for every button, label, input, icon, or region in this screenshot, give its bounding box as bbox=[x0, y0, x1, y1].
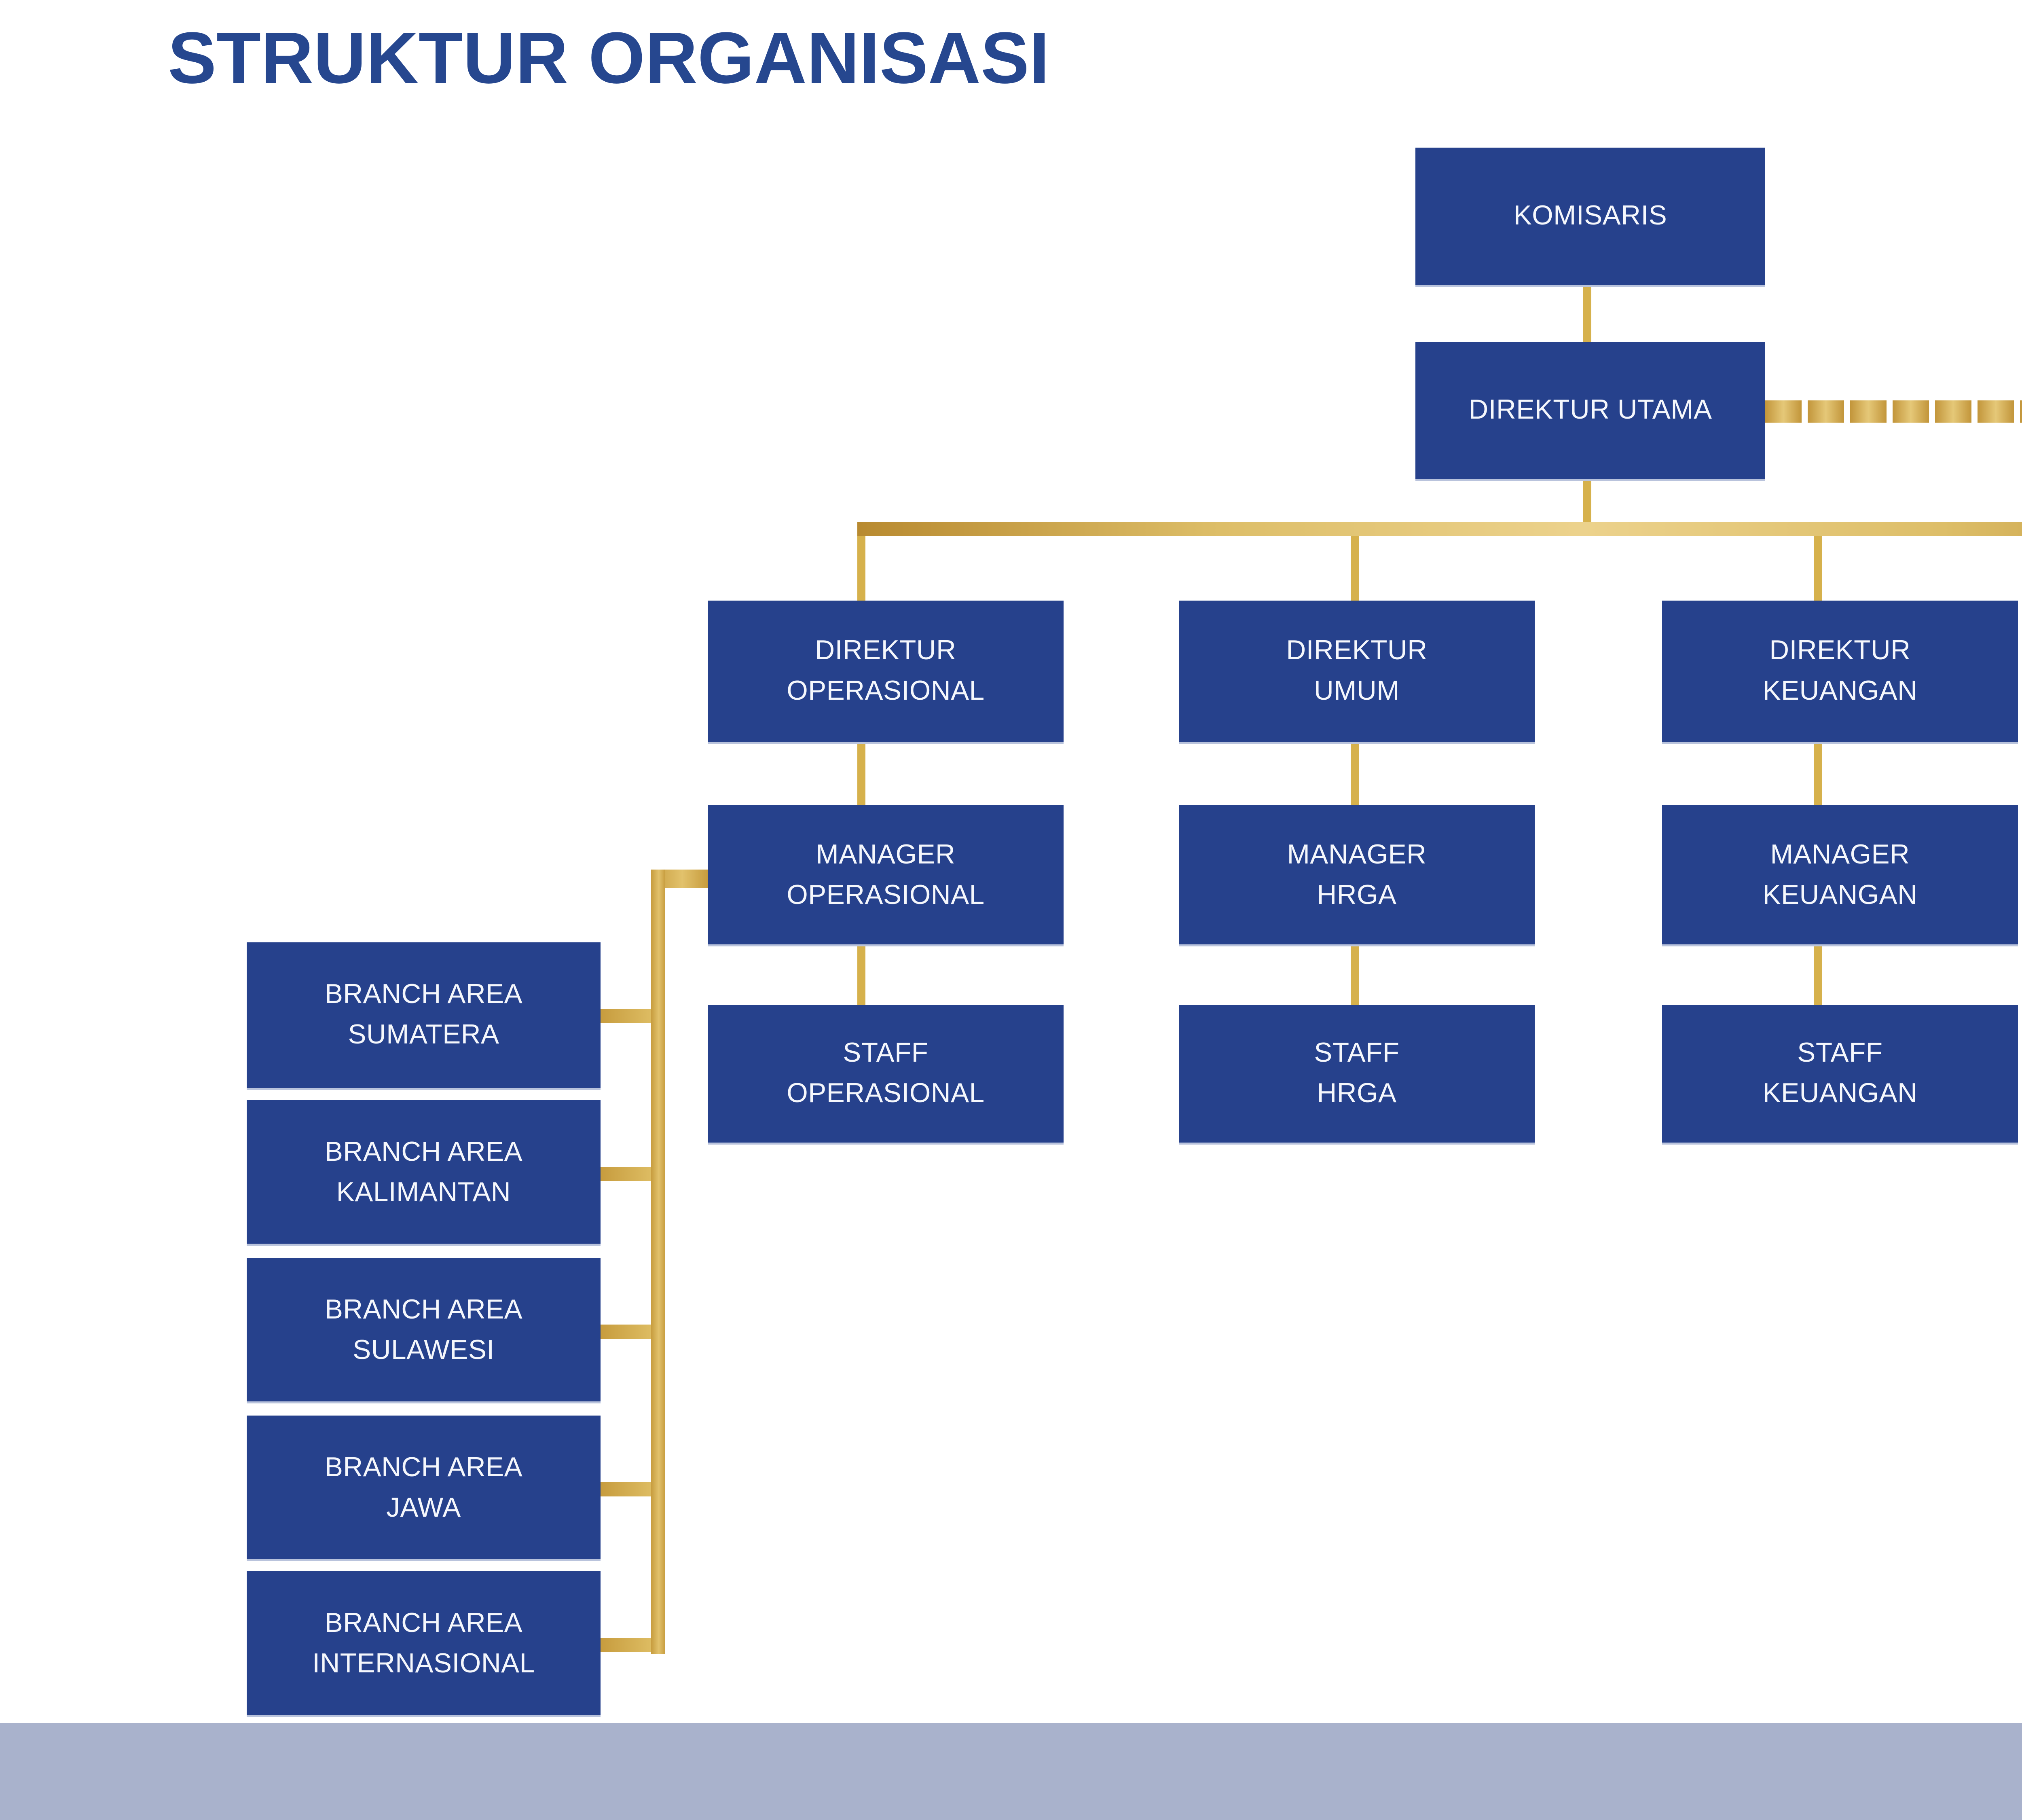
branch-stub-sumatera bbox=[601, 1009, 651, 1023]
page-title: STRUKTUR ORGANISASI bbox=[168, 16, 1050, 99]
connector-direktur-bar bbox=[1583, 481, 1591, 522]
connector-drop-umum bbox=[1351, 536, 1359, 601]
node-staff-keuangan: STAFF KEUANGAN bbox=[1662, 1005, 2018, 1145]
connector-mgr-staff-keuangan bbox=[1814, 946, 1822, 1005]
connector-dir-mgr-umum bbox=[1351, 744, 1359, 805]
connector-mgr-staff-hrga bbox=[1351, 946, 1359, 1005]
connector-dir-mgr-keuangan bbox=[1814, 744, 1822, 805]
node-branch-jawa: BRANCH AREA JAWA bbox=[247, 1416, 601, 1561]
node-direktur-umum: DIREKTUR UMUM bbox=[1179, 601, 1535, 744]
node-direktur-utama: DIREKTUR UTAMA bbox=[1415, 342, 1765, 481]
node-manager-keuangan: MANAGER KEUANGAN bbox=[1662, 805, 2018, 946]
branch-stub-jawa bbox=[601, 1482, 651, 1496]
node-branch-sumatera: BRANCH AREA SUMATERA bbox=[247, 942, 601, 1090]
node-manager-operasional: MANAGER OPERASIONAL bbox=[708, 805, 1064, 946]
node-manager-hrga: MANAGER HRGA bbox=[1179, 805, 1535, 946]
distribution-bar bbox=[857, 522, 2022, 536]
connector-dir-mgr-operasional bbox=[857, 744, 865, 805]
branch-stub-kalimantan bbox=[601, 1167, 651, 1181]
node-branch-sulawesi: BRANCH AREA SULAWESI bbox=[247, 1258, 601, 1403]
node-branch-internasional: BRANCH AREA INTERNASIONAL bbox=[247, 1571, 601, 1717]
node-direktur-keuangan: DIREKTUR KEUANGAN bbox=[1662, 601, 2018, 744]
connector-mgr-staff-operasional bbox=[857, 946, 865, 1005]
dashed-connector-sekretaris bbox=[1765, 400, 2022, 423]
connector-drop-keuangan bbox=[1814, 536, 1822, 601]
node-komisaris: KOMISARIS bbox=[1415, 148, 1765, 287]
connector-drop-operasional bbox=[857, 536, 865, 601]
connector-komisaris-direktur bbox=[1583, 287, 1591, 342]
node-branch-kalimantan: BRANCH AREA KALIMANTAN bbox=[247, 1100, 601, 1246]
branch-trunk bbox=[651, 870, 665, 1654]
node-direktur-operasional: DIREKTUR OPERASIONAL bbox=[708, 601, 1064, 744]
branch-stub-internasional bbox=[601, 1638, 651, 1652]
footer-band bbox=[0, 1723, 2022, 1820]
node-staff-hrga: STAFF HRGA bbox=[1179, 1005, 1535, 1145]
branch-stub-sulawesi bbox=[601, 1325, 651, 1339]
node-staff-operasional: STAFF OPERASIONAL bbox=[708, 1005, 1064, 1145]
